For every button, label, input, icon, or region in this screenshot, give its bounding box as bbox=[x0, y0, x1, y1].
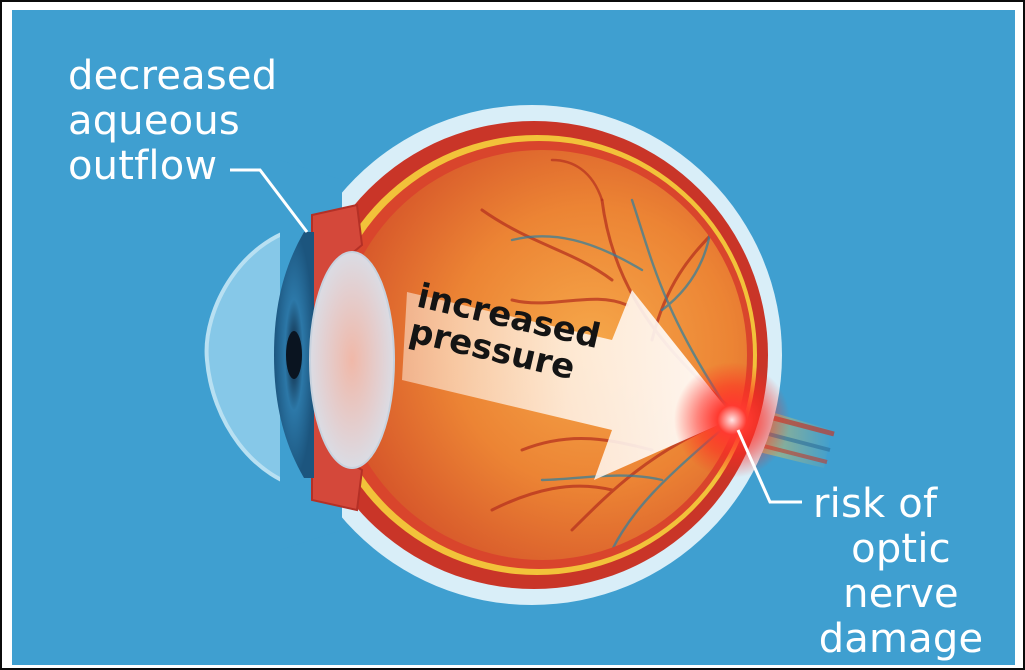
label-line: outflow bbox=[68, 144, 277, 189]
label-line: decreased bbox=[68, 54, 277, 99]
label-decreased-aqueous-outflow: decreased aqueous outflow bbox=[68, 54, 277, 189]
label-line: aqueous bbox=[68, 99, 277, 144]
label-line: damage bbox=[787, 617, 1015, 662]
damage-hotspot bbox=[674, 362, 790, 478]
lens bbox=[310, 252, 394, 468]
diagram-panel: decreased aqueous outflow increased pres… bbox=[12, 10, 1015, 665]
label-line: risk of bbox=[787, 482, 1015, 527]
label-risk-of-optic-nerve-damage: risk of optic nerve damage bbox=[787, 482, 1015, 662]
label-line: optic nerve bbox=[787, 527, 1015, 617]
pupil bbox=[286, 331, 302, 379]
